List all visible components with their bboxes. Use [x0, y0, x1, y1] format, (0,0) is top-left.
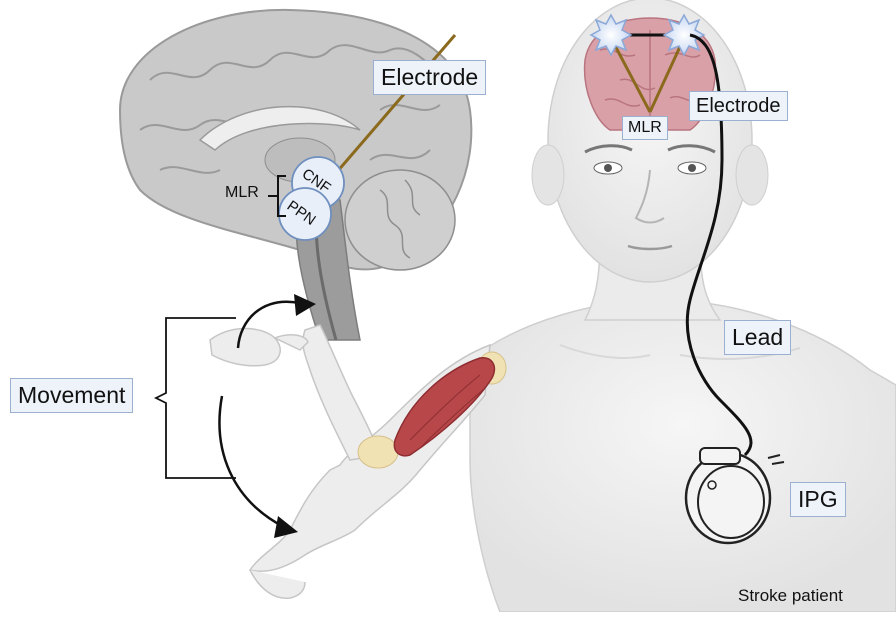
- ipg-label: IPG: [790, 482, 846, 517]
- patient-body: [470, 240, 896, 612]
- mlr-label-brain: MLR: [225, 184, 259, 202]
- electrode-label-brain: Electrode: [373, 60, 486, 95]
- electrode-label-head: Electrode: [689, 91, 788, 121]
- electrode-contact-left: [591, 15, 631, 55]
- mlr-label-head: MLR: [622, 116, 668, 140]
- patient-arm: [210, 325, 506, 598]
- electrode-contact-right: [664, 15, 704, 55]
- lead-label: Lead: [724, 320, 791, 355]
- movement-label: Movement: [10, 378, 133, 413]
- caption-stroke-patient: Stroke patient: [738, 586, 843, 606]
